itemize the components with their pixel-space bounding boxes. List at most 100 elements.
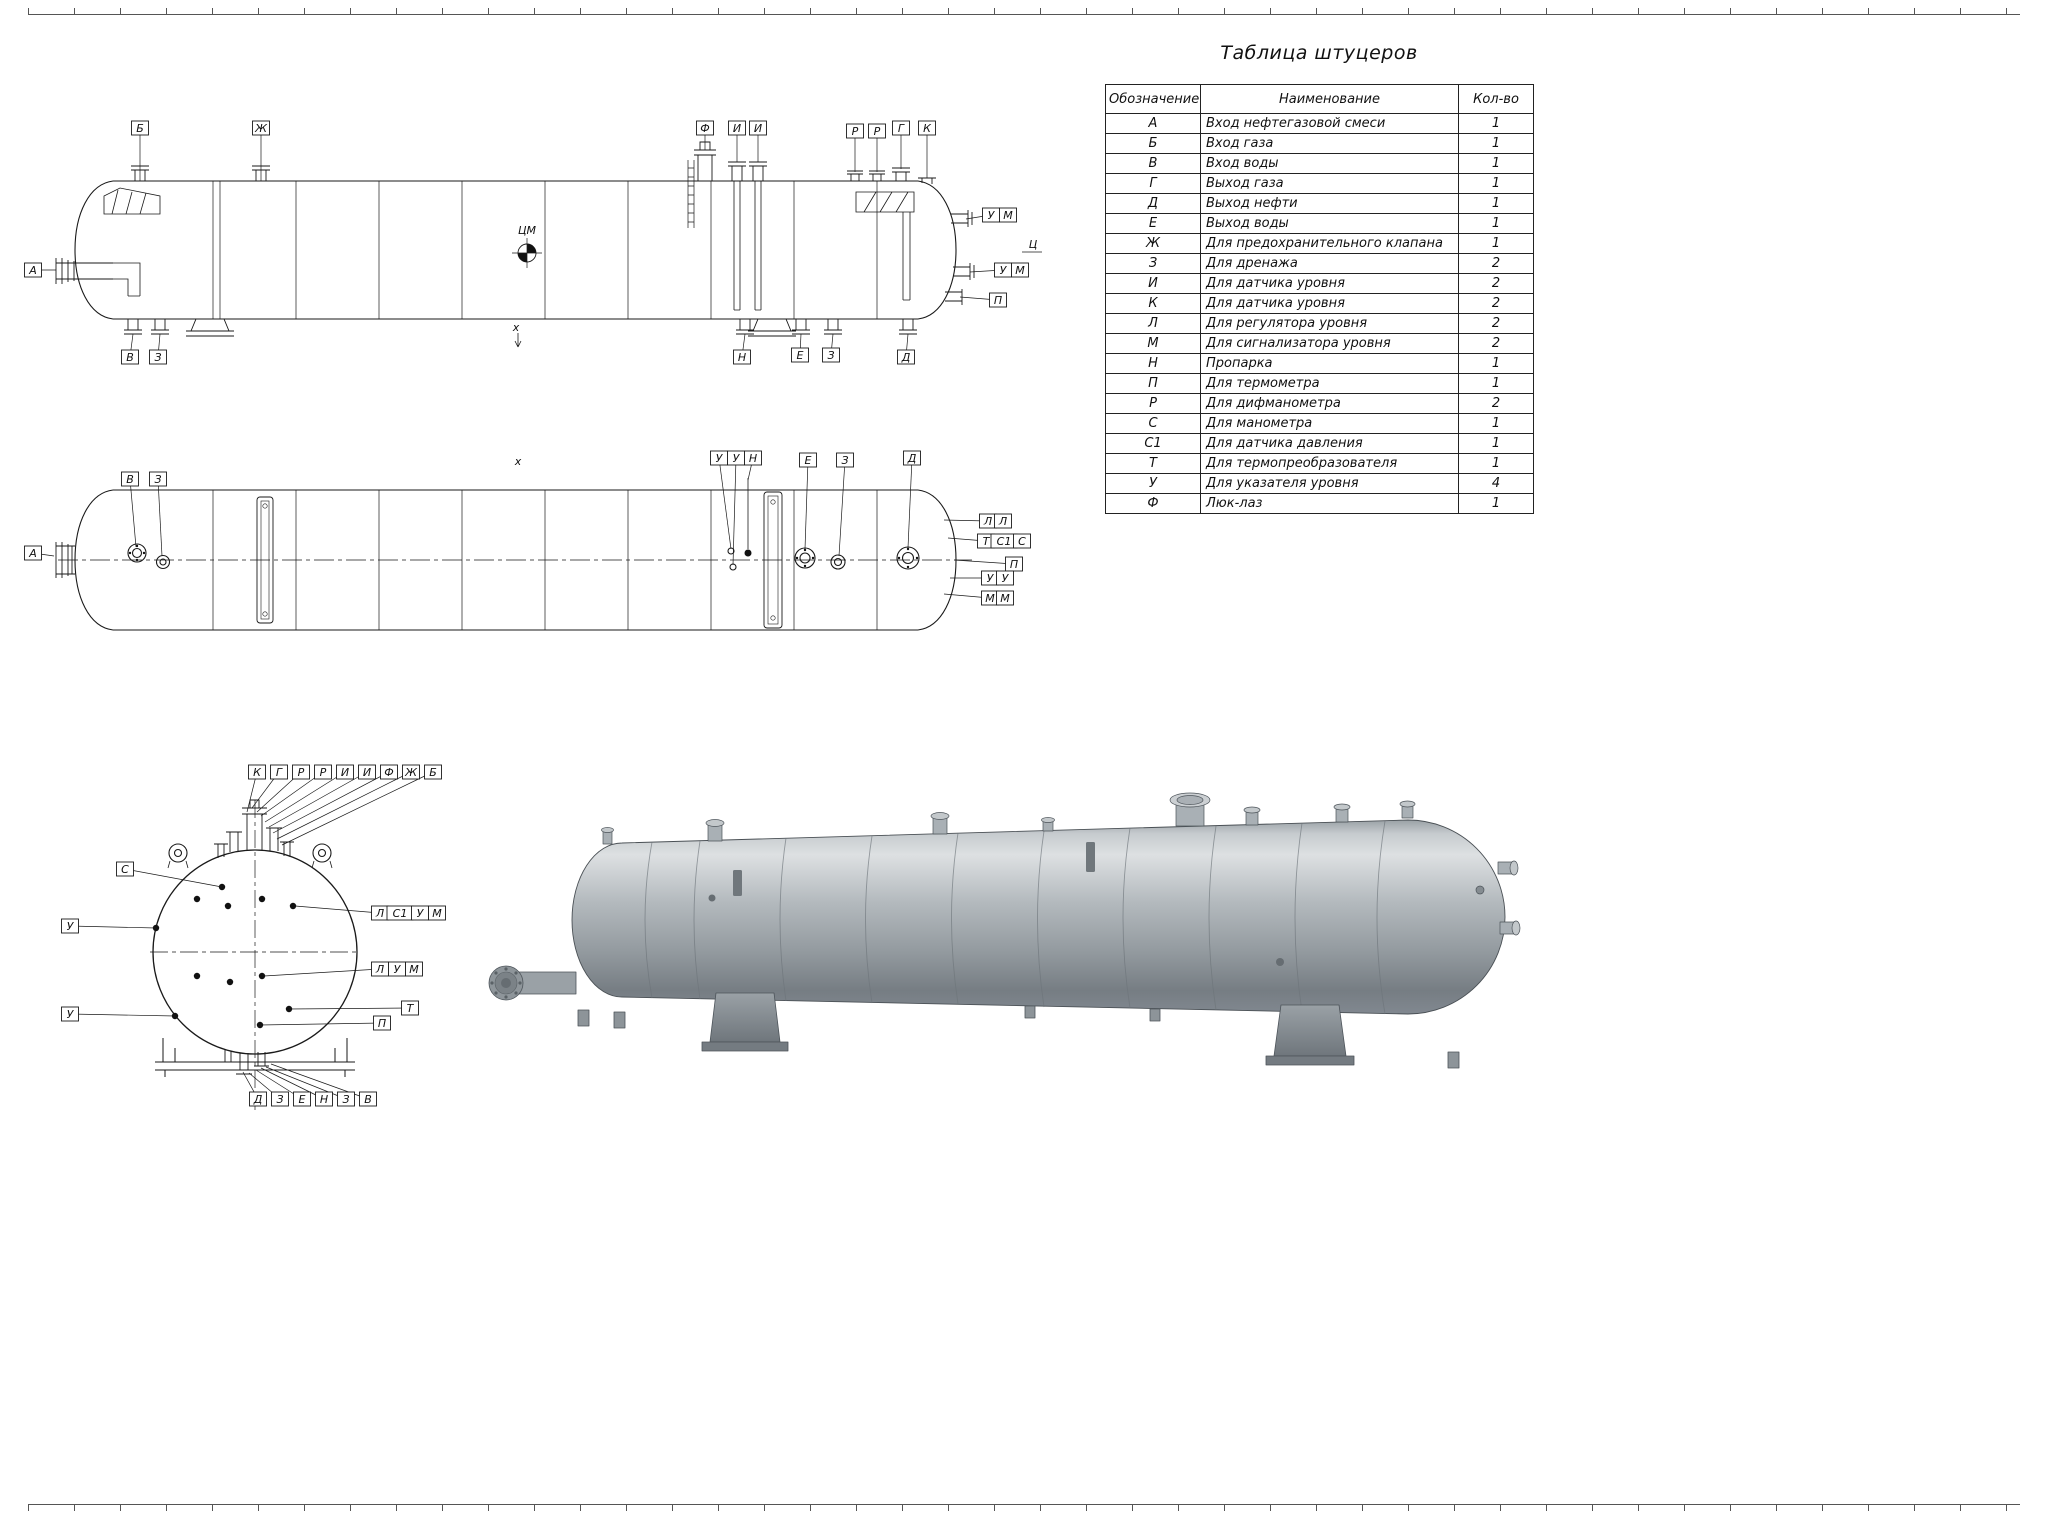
leader-line [294, 905, 381, 914]
nozzle-label: К [923, 122, 932, 135]
side-view-drawing [55, 141, 1042, 348]
nozzle-label: Ф [384, 766, 393, 779]
leader-line [69, 1013, 176, 1017]
nozzle-label-box [116, 861, 134, 877]
nozzle-label: В [126, 351, 134, 364]
nozzle-label: З [841, 454, 848, 467]
cell-designation: П [1105, 373, 1201, 394]
nozzle-label-box [314, 764, 332, 780]
cell-qty: 1 [1458, 413, 1534, 434]
cell-designation: С [1105, 413, 1201, 434]
nozzle-label-box [358, 764, 376, 780]
nozzle-label-box [405, 961, 423, 977]
nozzle-label: М [1003, 209, 1013, 222]
nozzle-table: Таблица штуцеров Обозначение Наименовани… [1105, 42, 1534, 514]
leader-line [732, 457, 737, 566]
nozzle-label: У [417, 907, 425, 920]
nozzle-label: П [378, 1017, 386, 1030]
cell-name: Выход воды [1200, 213, 1459, 234]
cell-name: Для датчика уровня [1200, 293, 1459, 314]
nozzle-label: Р [852, 125, 859, 138]
nozzle-label-box [401, 1000, 419, 1016]
nozzle-label: С1 [997, 535, 1012, 548]
nozzle-label-box [293, 1091, 311, 1107]
nozzle-label: М [985, 592, 995, 605]
nozzle-label-box [424, 764, 442, 780]
nozzle-label-box [131, 120, 149, 136]
cell-name: Вход нефтегазовой смеси [1200, 113, 1459, 134]
leader-line [69, 925, 157, 929]
nozzle-label-box [897, 349, 915, 365]
nozzle-label: Г [898, 122, 905, 135]
nozzle-label: Д [901, 351, 911, 364]
leader-line [260, 1067, 325, 1100]
cell-qty: 1 [1458, 173, 1534, 194]
cell-name: Пропарка [1200, 353, 1459, 374]
nozzle-label-box [892, 120, 910, 136]
nozzle-label-box [270, 764, 288, 780]
leader-line [264, 771, 346, 823]
nozzle-label: З [154, 473, 161, 486]
cell-designation: Т [1105, 453, 1201, 474]
cell-designation: Е [1105, 213, 1201, 234]
render-ring-seams [644, 820, 1386, 1015]
cell-designation: И [1105, 273, 1201, 294]
col-header-name: Наименование [1200, 84, 1459, 114]
cell-designation: З [1105, 253, 1201, 274]
cell-qty: 1 [1458, 373, 1534, 394]
nozzle-label: У [987, 572, 995, 585]
nozzle-label: П [1010, 558, 1018, 571]
cell-qty: 1 [1458, 193, 1534, 214]
nozzle-label: Т [407, 1002, 415, 1015]
nozzle-label-box [846, 123, 864, 139]
cell-name: Для сигнализатора уровня [1200, 333, 1459, 354]
nozzle-label: У [1000, 264, 1008, 277]
cell-designation: К [1105, 293, 1201, 314]
nozzle-label: Б [136, 122, 144, 135]
cell-designation: Л [1105, 313, 1201, 334]
nozzle-label: А [28, 264, 37, 277]
nozzle-label-box [868, 123, 886, 139]
nozzle-label-box [994, 513, 1012, 529]
nozzle-label-box [61, 918, 79, 934]
cell-designation: М [1105, 333, 1201, 354]
nozzle-label-box [903, 450, 921, 466]
nozzle-label: Н [738, 351, 746, 364]
nozzle-label-box [121, 349, 139, 365]
cell-name: Выход нефти [1200, 193, 1459, 214]
nozzle-label: М [1015, 264, 1025, 277]
nozzle-label: И [363, 766, 371, 779]
cell-designation: С1 [1105, 433, 1201, 454]
render-saddles [577, 992, 1460, 1069]
nozzle-label-box [149, 349, 167, 365]
nozzle-label: Л [375, 963, 384, 976]
nozzle-label-box [292, 764, 310, 780]
cell-qty: 1 [1458, 113, 1534, 134]
render-shell-fittings [708, 842, 1284, 966]
cell-qty: 1 [1458, 353, 1534, 374]
cell-name: Для датчика уровня [1200, 273, 1459, 294]
nozzle-label: Р [298, 766, 305, 779]
leader-line [124, 868, 223, 888]
nozzle-label: И [341, 766, 349, 779]
nozzle-label: Л [998, 515, 1007, 528]
leader-line [804, 459, 809, 550]
nozzle-label: У [67, 1008, 75, 1021]
drawing-mark: ЦМ [518, 224, 537, 237]
nozzle-label-box [799, 452, 817, 468]
nozzle-label-box [791, 347, 809, 363]
nozzle-label-box [380, 764, 398, 780]
cell-designation: Ф [1105, 493, 1201, 514]
cell-qty: 2 [1458, 273, 1534, 294]
cell-designation: Н [1105, 353, 1201, 374]
nozzle-label: З [342, 1093, 349, 1106]
